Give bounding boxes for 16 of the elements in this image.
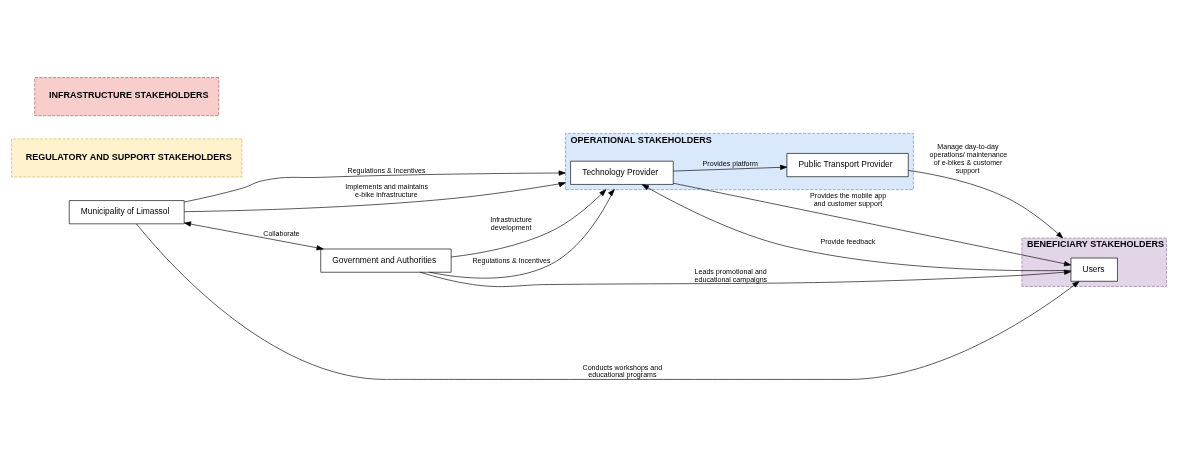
arrow — [183, 182, 566, 212]
node-box: Municipality of Limassol — [68, 200, 185, 225]
node-box: Users — [1070, 257, 1118, 282]
arrow — [673, 164, 788, 172]
node-box: REGULATORY AND SUPPORT STAKEHOLDERS — [11, 138, 243, 178]
arrow — [136, 223, 1080, 380]
arrow — [183, 221, 324, 251]
arrow — [419, 269, 1072, 287]
arrow — [908, 170, 1064, 239]
arrow — [450, 189, 607, 258]
arrow — [429, 189, 615, 279]
node-box: INFRASTRUCTURE STAKEHOLDERS — [34, 77, 220, 116]
arrow — [183, 170, 566, 203]
node-box: Technology Provider — [570, 160, 674, 185]
node-box: Public Transport Provider — [786, 153, 909, 177]
node-box: Government and Authorities — [320, 248, 452, 273]
